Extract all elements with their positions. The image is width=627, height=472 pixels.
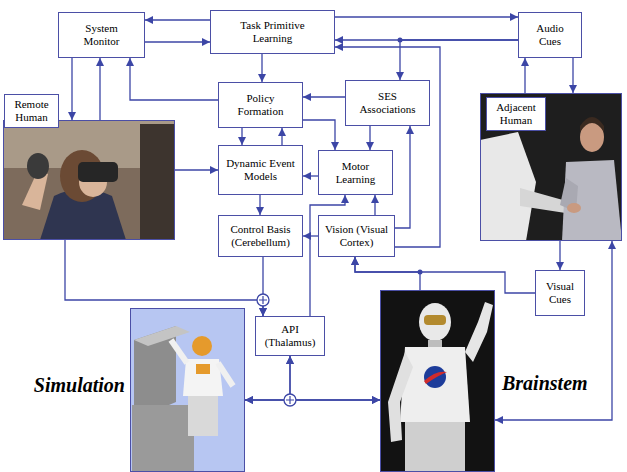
desk-top (134, 326, 190, 346)
process-box: Control Basis (Cerebellum) (218, 215, 303, 257)
nasa-logo (424, 366, 446, 388)
connector (572, 58, 573, 93)
process-box: SES Associations (345, 80, 430, 126)
connector (335, 16, 518, 17)
box-label: SES Associations (349, 90, 426, 116)
robot-head (192, 336, 212, 356)
figure-title: Simulation (7, 373, 125, 397)
summing-junction (257, 294, 269, 306)
process-box: API (Thalamus) (255, 316, 325, 356)
photo-label: Adjacent Human (486, 97, 546, 131)
box-label: Visual Cues (539, 280, 581, 306)
robot-neck (428, 340, 442, 348)
connector (395, 126, 410, 228)
connector (145, 41, 210, 42)
robot-torso (480, 132, 536, 241)
connector (245, 356, 290, 400)
junction-cross (259, 296, 267, 304)
photo-frame: Remote Human (3, 120, 175, 240)
vr-headset (78, 162, 118, 182)
box-label: Dynamic Event Models (222, 157, 299, 183)
box-label: Vision (Visual Cortex) (322, 223, 391, 249)
connector (130, 58, 218, 100)
connector (400, 40, 518, 80)
data-glove (27, 153, 49, 179)
junction-dot (418, 270, 423, 275)
picture-ground (130, 308, 245, 472)
connector (71, 58, 72, 120)
robot-visor (424, 315, 446, 325)
junction-cross (286, 396, 294, 404)
connector (245, 399, 380, 400)
adjacent-human-photo (480, 93, 622, 241)
connector (261, 54, 262, 82)
photo-door (140, 124, 175, 240)
connector (374, 195, 375, 215)
man-hair (580, 117, 604, 132)
connector (259, 195, 260, 215)
table-front (132, 405, 194, 472)
process-box: Dynamic Event Models (218, 145, 303, 195)
man-hand (567, 203, 581, 213)
connector (303, 175, 318, 176)
box-label: API (Thalamus) (259, 323, 321, 349)
robot-head (419, 303, 451, 341)
robot-arm (465, 302, 493, 362)
connector (355, 257, 535, 293)
connector (355, 257, 420, 290)
process-box: Visual Cues (535, 270, 585, 316)
robot-base (188, 396, 218, 436)
junction-circle (284, 394, 296, 406)
box-label: System Monitor (76, 22, 128, 48)
connector (495, 241, 612, 420)
robot-arm (171, 340, 187, 363)
process-box: Audio Cues (518, 12, 582, 58)
process-box: Task Primitive Learning (210, 10, 335, 54)
process-box: System Monitor (58, 12, 145, 58)
photo-frame: Adjacent Human (480, 93, 622, 241)
robot-base (405, 422, 465, 472)
connector (241, 128, 242, 145)
box-label: Task Primitive Learning (233, 19, 313, 45)
junction-circle (257, 294, 269, 306)
photo-ground (3, 120, 175, 240)
process-box: Vision (Visual Cortex) (318, 215, 395, 257)
connector (145, 19, 210, 20)
logo-swoosh (424, 372, 447, 384)
junction-dot (398, 38, 403, 43)
robot-chest (196, 364, 210, 374)
robonaut-photo (380, 290, 495, 472)
connector (99, 58, 100, 120)
connector (369, 126, 370, 150)
simulation-picture (130, 308, 245, 472)
summing-junction (284, 394, 296, 406)
connector (524, 58, 525, 93)
photo-ground (380, 290, 495, 472)
photo-ground (480, 93, 622, 241)
connector (281, 128, 282, 145)
box-label: Audio Cues (530, 22, 570, 48)
photo-label: Remote Human (4, 94, 59, 128)
process-box: Motor Learning (318, 150, 393, 195)
process-box: Policy Formation (218, 82, 303, 128)
box-label: Control Basis (Cerebellum) (222, 223, 299, 249)
box-label: Policy Formation (230, 92, 292, 118)
connector (303, 96, 345, 97)
illustration-frame: Simulation (130, 308, 245, 472)
robot-arm (218, 363, 233, 386)
box-label: Motor Learning (330, 160, 382, 186)
connector (175, 169, 218, 170)
figure-title: Brainstem (502, 371, 612, 395)
connector (303, 120, 335, 150)
connector (559, 241, 560, 270)
illustration-frame: Brainstem (380, 290, 495, 472)
robot-torso (400, 347, 470, 422)
remote-human-photo (3, 120, 175, 240)
connector (290, 356, 380, 400)
